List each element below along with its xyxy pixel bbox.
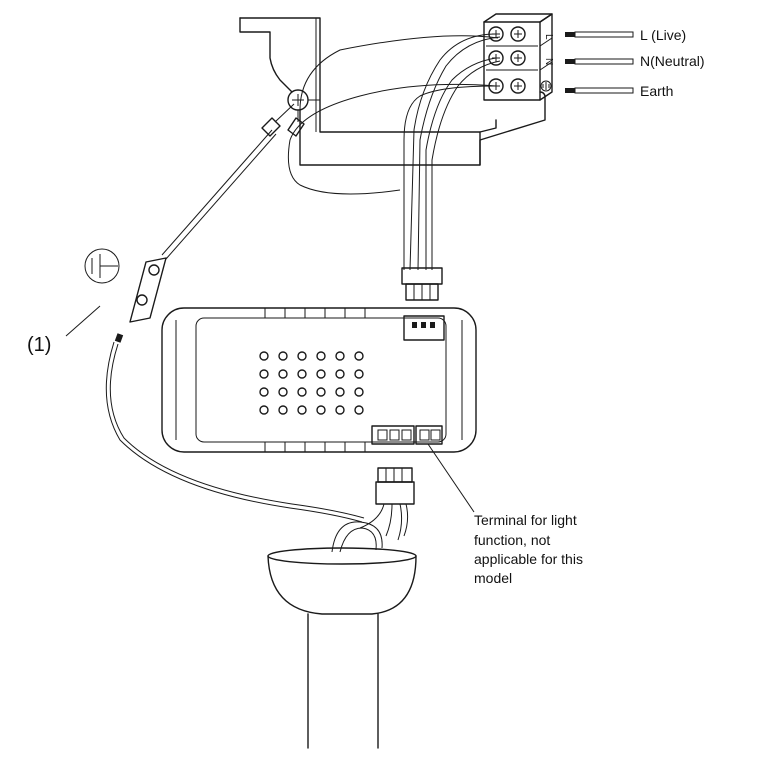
receiver-input-plug (401, 267, 443, 301)
terminal-note-line-1: Terminal for light (474, 512, 577, 528)
motor-plug (359, 467, 415, 541)
block-label-L: L (543, 34, 554, 40)
receiver-vent-holes (259, 351, 364, 415)
terminal-note-leader (427, 443, 475, 513)
terminal-note-line-3: applicable for this (474, 551, 583, 567)
callout-1-label: (1) (27, 334, 51, 356)
block-earth-icon (540, 80, 552, 92)
supply-wires (565, 31, 634, 94)
terminal-note-line-4: model (474, 570, 512, 586)
earth-ground-icon (84, 248, 120, 284)
terminal-note-line-2: function, not (474, 532, 550, 548)
live-label: L (Live) (640, 27, 686, 43)
earth-connector-block (129, 129, 277, 323)
earth-lead-wire (105, 333, 365, 523)
terminal-note: Terminal for light function, not applica… (474, 512, 587, 586)
down-rod (307, 613, 379, 749)
receiver-unit (161, 307, 477, 453)
terminal-block: L N (483, 13, 554, 101)
mounting-bracket (239, 17, 546, 166)
internal-wires (287, 33, 501, 271)
neutral-label: N(Neutral) (640, 53, 705, 69)
receiver-input-socket (403, 315, 445, 341)
earth-label: Earth (640, 83, 673, 99)
block-label-N: N (543, 58, 554, 65)
receiver-output-sockets (371, 425, 443, 445)
canopy-cup (267, 521, 417, 615)
callout-1-leader (65, 305, 101, 337)
